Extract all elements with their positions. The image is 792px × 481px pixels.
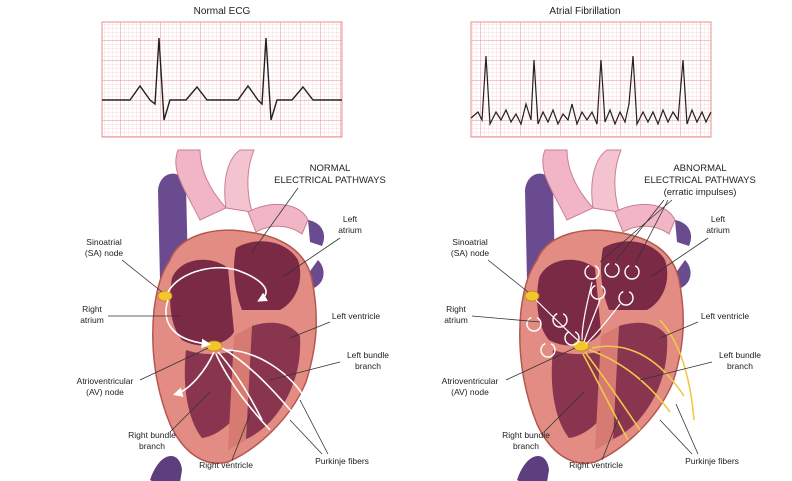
- afib-ecg-title: Atrial Fibrillation: [549, 6, 620, 17]
- left-atrium-label-2: atrium: [338, 225, 362, 235]
- left-bundle-label-2: branch: [355, 361, 381, 371]
- abnormal-header-line3: (erratic impulses): [664, 187, 737, 198]
- left-ventricle-label: Left ventricle: [701, 311, 749, 321]
- normal-header-line1: NORMAL: [310, 163, 351, 174]
- sa-node-marker: [524, 290, 540, 302]
- left-atrium-label-1: Left: [711, 214, 726, 224]
- normal-ecg-grid: [101, 21, 343, 138]
- abnormal-yellow-pathways: [582, 319, 695, 441]
- normal-ecg-panel: Normal ECG: [101, 6, 343, 138]
- normal-heart-labels: NORMAL ELECTRICAL PATHWAYS Sinoatrial (S…: [77, 163, 390, 470]
- av-node-marker: [205, 340, 223, 352]
- right-bundle-label-2: branch: [139, 441, 165, 451]
- afib-ecg-grid: [470, 21, 712, 138]
- right-atrium-label-2: atrium: [444, 315, 468, 325]
- right-ventricle-label: Right ventricle: [569, 460, 623, 470]
- abnormal-heart-labels: ABNORMAL ELECTRICAL PATHWAYS (erratic im…: [442, 163, 762, 470]
- normal-ecg-trace: [102, 37, 342, 121]
- left-bundle-label-1: Left bundle: [719, 350, 761, 360]
- av-node-label-1: Atrioventricular: [442, 376, 499, 386]
- left-ventricle-label: Left ventricle: [332, 311, 380, 321]
- sa-node-label-1: Sinoatrial: [452, 237, 488, 247]
- sa-node-marker: [157, 290, 173, 302]
- right-bundle-label-2: branch: [513, 441, 539, 451]
- normal-header-line2: ELECTRICAL PATHWAYS: [274, 175, 386, 186]
- sa-node-label-2: (SA) node: [85, 248, 124, 258]
- right-ventricle-label: Right ventricle: [199, 460, 253, 470]
- abnormal-header-line2: ELECTRICAL PATHWAYS: [644, 175, 756, 186]
- av-node-label-1: Atrioventricular: [77, 376, 134, 386]
- normal-heart-illustration: [149, 149, 325, 481]
- abnormal-header-line1: ABNORMAL: [673, 163, 726, 174]
- abnormal-heart-illustration: [516, 149, 695, 481]
- left-atrium-label-2: atrium: [706, 225, 730, 235]
- purkinje-label: Purkinje fibers: [685, 456, 739, 466]
- purkinje-label: Purkinje fibers: [315, 456, 369, 466]
- right-atrium-label-2: atrium: [80, 315, 104, 325]
- erratic-impulse-circles: [526, 262, 640, 358]
- right-bundle-label-1: Right bundle: [128, 430, 176, 440]
- right-bundle-label-1: Right bundle: [502, 430, 550, 440]
- av-node-marker: [572, 340, 590, 352]
- erratic-impulse-lines: [535, 281, 621, 345]
- av-node-label-2: (AV) node: [86, 387, 124, 397]
- left-bundle-label-1: Left bundle: [347, 350, 389, 360]
- normal-conduction-paths: [165, 266, 307, 431]
- afib-ecg-panel: Atrial Fibrillation: [470, 6, 712, 138]
- sa-node-label-2: (SA) node: [451, 248, 490, 258]
- left-atrium-label-1: Left: [343, 214, 358, 224]
- right-atrium-label-1: Right: [82, 304, 102, 314]
- left-bundle-label-2: branch: [727, 361, 753, 371]
- av-node-label-2: (AV) node: [451, 387, 489, 397]
- normal-ecg-title: Normal ECG: [194, 6, 251, 17]
- sa-node-label-1: Sinoatrial: [86, 237, 122, 247]
- afib-ecg-trace: [470, 55, 712, 127]
- right-atrium-label-1: Right: [446, 304, 466, 314]
